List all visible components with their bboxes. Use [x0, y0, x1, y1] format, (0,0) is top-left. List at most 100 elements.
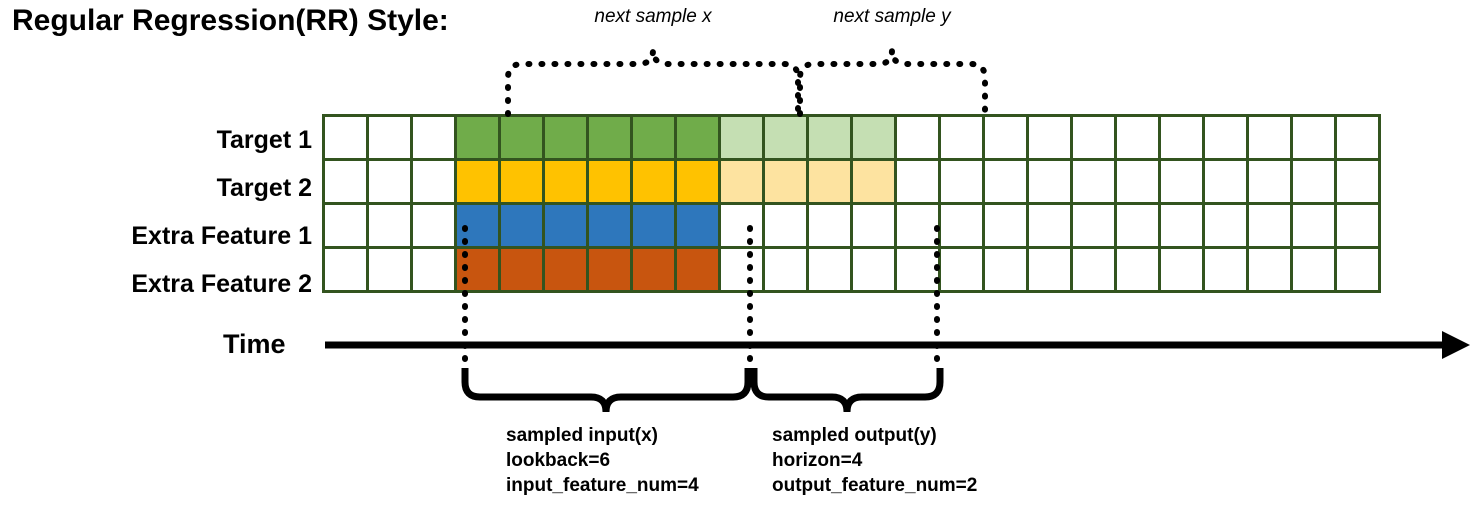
grid-cell-empty — [1026, 202, 1073, 249]
sampled-input-line2: lookback=6 — [506, 450, 611, 471]
dotted-brace-next-sample-y — [797, 49, 988, 117]
grid-row — [322, 114, 1381, 161]
grid-cell-solid — [630, 114, 677, 161]
grid-cell-faded — [762, 114, 809, 161]
grid-cell-solid — [586, 246, 633, 293]
grid-cell-empty — [366, 202, 413, 249]
grid-cell-solid — [586, 158, 633, 205]
grid-row — [322, 202, 1381, 249]
grid-cell-empty — [718, 246, 765, 293]
grid-cell-empty — [1290, 158, 1337, 205]
grid-cell-empty — [1334, 246, 1381, 293]
grid-cell-empty — [806, 202, 853, 249]
grid-cell-empty — [1070, 202, 1117, 249]
grid-cell-solid — [542, 202, 589, 249]
grid-cell-solid — [630, 158, 677, 205]
grid-cell-empty — [1334, 114, 1381, 161]
grid-row — [322, 158, 1381, 205]
grid-table — [322, 114, 1381, 293]
grid-cell-empty — [322, 158, 369, 205]
grid-cell-empty — [1114, 114, 1161, 161]
grid-cell-solid — [454, 246, 501, 293]
grid-row — [322, 246, 1381, 293]
grid-cell-empty — [1290, 114, 1337, 161]
grid-cell-solid — [586, 202, 633, 249]
grid-cell-solid — [454, 202, 501, 249]
grid-cell-empty — [1026, 158, 1073, 205]
grid-cell-empty — [1246, 202, 1293, 249]
grid-cell-empty — [718, 202, 765, 249]
grid-cell-empty — [322, 246, 369, 293]
grid-cell-empty — [1246, 246, 1293, 293]
sampled-output-line1: sampled output(y) — [772, 425, 937, 446]
grid-cell-empty — [1070, 114, 1117, 161]
sampled-output-annotation: sampled output(y) horizon=4 output_featu… — [772, 423, 977, 498]
grid-cell-solid — [674, 158, 721, 205]
grid-cell-empty — [1114, 202, 1161, 249]
sampled-output-line3: output_feature_num=2 — [772, 475, 978, 496]
grid-cell-empty — [850, 202, 897, 249]
grid-cell-empty — [1334, 158, 1381, 205]
grid-cell-solid — [498, 246, 545, 293]
grid-cell-faded — [806, 114, 853, 161]
grid-cell-empty — [1290, 202, 1337, 249]
grid-cell-empty — [982, 114, 1029, 161]
grid-cell-empty — [894, 158, 941, 205]
grid-cell-empty — [1070, 246, 1117, 293]
grid-cell-empty — [1026, 246, 1073, 293]
grid-cell-empty — [1114, 158, 1161, 205]
grid-cell-empty — [762, 246, 809, 293]
grid-cell-empty — [982, 246, 1029, 293]
grid-cell-solid — [498, 202, 545, 249]
solid-brace-sampled-output — [750, 368, 944, 413]
next-sample-y-label: next sample y — [833, 6, 951, 27]
grid-cell-empty — [1158, 202, 1205, 249]
grid-cell-empty — [1202, 158, 1249, 205]
grid-cell-empty — [1334, 202, 1381, 249]
grid-cell-solid — [454, 114, 501, 161]
grid-cell-faded — [718, 114, 765, 161]
grid-cell-solid — [630, 202, 677, 249]
grid-cell-empty — [894, 202, 941, 249]
grid-cell-empty — [366, 158, 413, 205]
grid-cell-empty — [982, 158, 1029, 205]
sampled-output-line2: horizon=4 — [772, 450, 863, 471]
grid-cell-solid — [674, 114, 721, 161]
grid-cell-empty — [938, 246, 985, 293]
grid-cell-empty — [1290, 246, 1337, 293]
grid-cell-solid — [674, 246, 721, 293]
grid-cell-empty — [410, 202, 457, 249]
timeline-grid — [322, 114, 1381, 293]
grid-cell-empty — [938, 202, 985, 249]
grid-cell-empty — [894, 246, 941, 293]
grid-cell-empty — [938, 114, 985, 161]
grid-cell-empty — [410, 246, 457, 293]
grid-cell-empty — [894, 114, 941, 161]
grid-cell-solid — [498, 158, 545, 205]
dotted-brace-next-sample-x — [505, 49, 801, 117]
grid-cell-empty — [366, 114, 413, 161]
grid-cell-empty — [806, 246, 853, 293]
sampled-input-annotation: sampled input(x) lookback=6 input_featur… — [506, 423, 699, 498]
grid-cell-empty — [1202, 202, 1249, 249]
grid-cell-empty — [1026, 114, 1073, 161]
row-label-target-1: Target 1 — [216, 126, 312, 154]
grid-cell-empty — [1246, 158, 1293, 205]
grid-cell-solid — [542, 246, 589, 293]
grid-cell-empty — [1158, 114, 1205, 161]
grid-cell-empty — [938, 158, 985, 205]
grid-cell-empty — [1158, 246, 1205, 293]
row-label-extra-feature-2: Extra Feature 2 — [131, 270, 312, 298]
grid-cell-faded — [806, 158, 853, 205]
grid-cell-solid — [542, 158, 589, 205]
sampled-input-line3: input_feature_num=4 — [506, 475, 699, 496]
grid-cell-faded — [718, 158, 765, 205]
time-axis-label: Time — [223, 329, 286, 359]
grid-cell-solid — [498, 114, 545, 161]
grid-cell-faded — [850, 158, 897, 205]
grid-cell-empty — [1202, 114, 1249, 161]
grid-cell-faded — [762, 158, 809, 205]
grid-cell-faded — [850, 114, 897, 161]
grid-cell-empty — [410, 114, 457, 161]
